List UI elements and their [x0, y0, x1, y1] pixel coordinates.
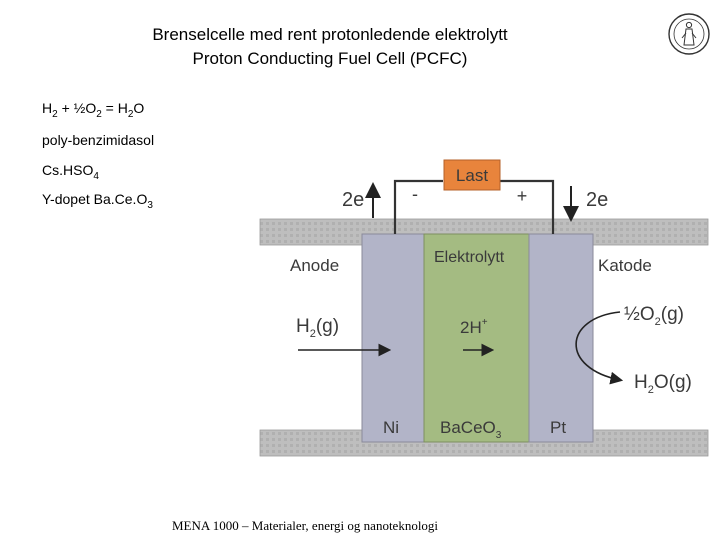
electrolyte-label: Elektrolytt [434, 249, 505, 266]
slide-title-english: Proton Conducting Fuel Cell (PCFC) [192, 49, 468, 68]
o2-to-h2o-arrow [575, 311, 624, 385]
label-cshso4: Cs.HSO4 [42, 162, 99, 182]
proton-label: 2H+ [460, 317, 488, 337]
plus-sign: + [517, 186, 528, 206]
load-box [443, 159, 501, 191]
pt-label: Pt [550, 418, 566, 437]
h2-gas-label: H2(g) [296, 316, 339, 340]
o2-gas-label: ½O2(g) [624, 304, 684, 328]
baceo3-label: BaCeO3 [440, 418, 502, 441]
reaction-equation: H2 + ½O2 = H2O [42, 100, 145, 120]
minus-sign: - [412, 184, 418, 204]
ni-label: Ni [383, 418, 399, 437]
footer-course-name: MENA 1000 – Materialer, energi og nanote… [172, 518, 439, 533]
fuel-cell-diagram: Last - + 2e 2e Anode Elektrolytt Katode … [259, 159, 709, 457]
cathode-label: Katode [598, 256, 652, 275]
electrolyte-block [423, 233, 530, 443]
right-electrons-label: 2e [586, 189, 608, 211]
anode-label: Anode [290, 256, 339, 275]
slide-title-norwegian: Brenselcelle med rent protonledende elek… [152, 25, 508, 44]
circuit-wire-left [393, 179, 443, 234]
circuit-wire-right [500, 179, 555, 234]
cathode-block [528, 233, 594, 443]
university-seal-icon [668, 13, 710, 55]
label-baceo3: Y-dopet Ba.Ce.O3 [42, 191, 153, 211]
anode-block [361, 233, 425, 443]
left-electrons-label: 2e [342, 189, 364, 211]
label-polymer: poly-benzimidasol [42, 132, 155, 148]
h2o-gas-label: H2O(g) [634, 372, 692, 396]
load-label: Last [456, 166, 488, 185]
